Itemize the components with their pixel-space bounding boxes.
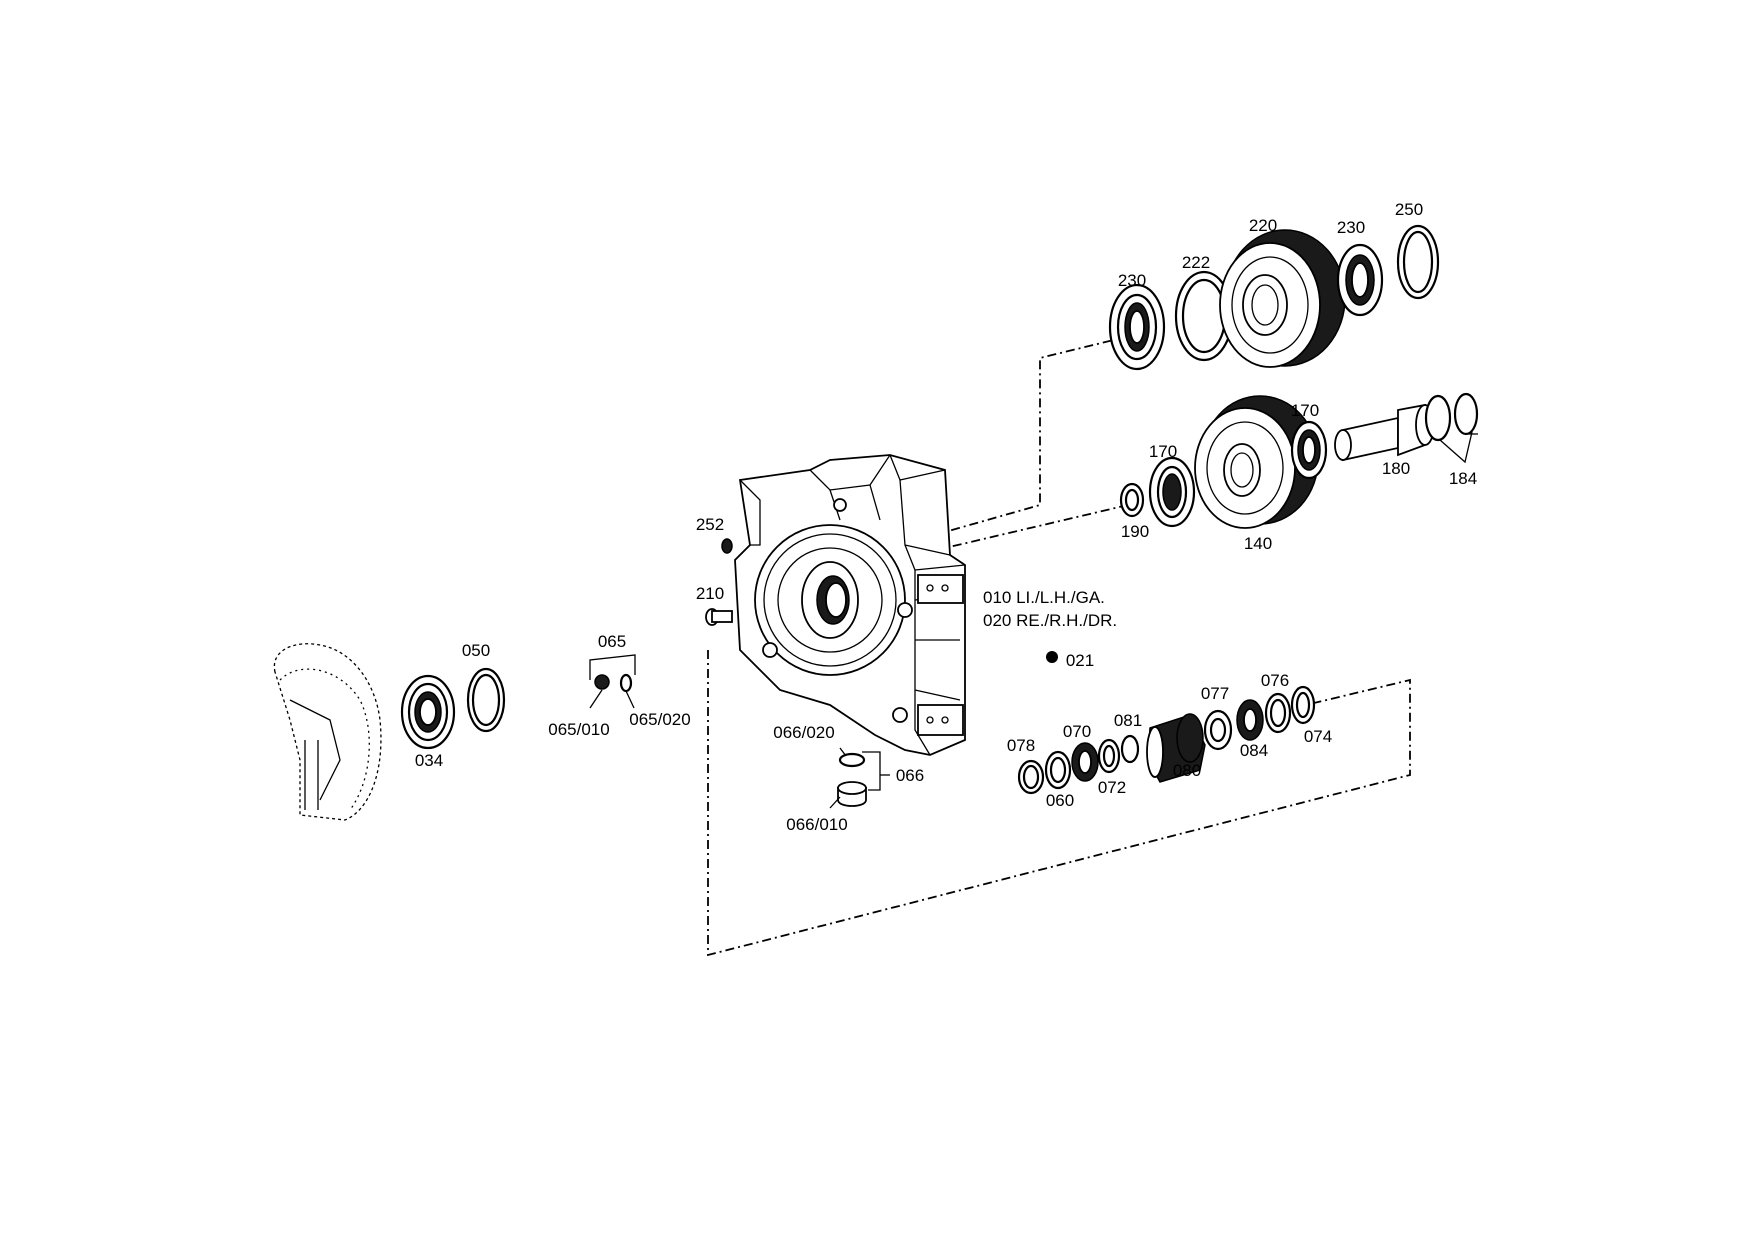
label-066-010: 066/010 <box>786 815 847 834</box>
label-081: 081 <box>1114 711 1142 730</box>
label-170-left: 170 <box>1149 442 1177 461</box>
label-034: 034 <box>415 751 443 770</box>
label-066-020: 066/020 <box>773 723 834 742</box>
ring-050 <box>466 667 506 733</box>
cover-housing-drawing <box>273 643 382 821</box>
label-250: 250 <box>1395 200 1423 219</box>
label-210: 210 <box>696 584 724 603</box>
shaft-stack-upper <box>1108 224 1440 371</box>
label-072: 072 <box>1098 778 1126 797</box>
label-050: 050 <box>462 641 490 660</box>
bearing-034 <box>400 674 456 750</box>
plug-065 <box>589 654 636 709</box>
label-076: 076 <box>1261 671 1289 690</box>
label-077: 077 <box>1201 684 1229 703</box>
label-065-010: 065/010 <box>548 720 609 739</box>
dot-021 <box>1046 651 1058 663</box>
label-074: 074 <box>1304 727 1332 746</box>
plug-066 <box>829 747 890 809</box>
main-housing <box>734 454 966 756</box>
label-190: 190 <box>1121 522 1149 541</box>
label-065-020: 065/020 <box>629 710 690 729</box>
label-252: 252 <box>696 515 724 534</box>
label-080: 080 <box>1173 761 1201 780</box>
label-222: 222 <box>1182 253 1210 272</box>
label-170-right: 170 <box>1291 401 1319 420</box>
label-180: 180 <box>1382 459 1410 478</box>
label-021: 021 <box>1066 651 1094 670</box>
part-labels: 034 050 065 065/010 065/020 252 210 066/… <box>415 200 1477 834</box>
label-066: 066 <box>896 766 924 785</box>
legend-line-2: 020 RE./R.H./DR. <box>983 611 1117 630</box>
shaft-stack-middle <box>1119 392 1479 529</box>
label-230-right: 230 <box>1337 218 1365 237</box>
label-184: 184 <box>1449 469 1477 488</box>
assembly-lines <box>707 335 1411 957</box>
label-230-left: 230 <box>1118 271 1146 290</box>
bolt-210 <box>705 608 733 626</box>
label-060: 060 <box>1046 791 1074 810</box>
label-220: 220 <box>1249 216 1277 235</box>
label-070: 070 <box>1063 722 1091 741</box>
shaft-stack-lower <box>1017 685 1316 795</box>
label-078: 078 <box>1007 736 1035 755</box>
screw-252 <box>721 538 733 554</box>
label-140: 140 <box>1244 534 1272 553</box>
label-084: 084 <box>1240 741 1268 760</box>
label-065: 065 <box>598 632 626 651</box>
legend-line-1: 010 LI./L.H./GA. <box>983 588 1105 607</box>
